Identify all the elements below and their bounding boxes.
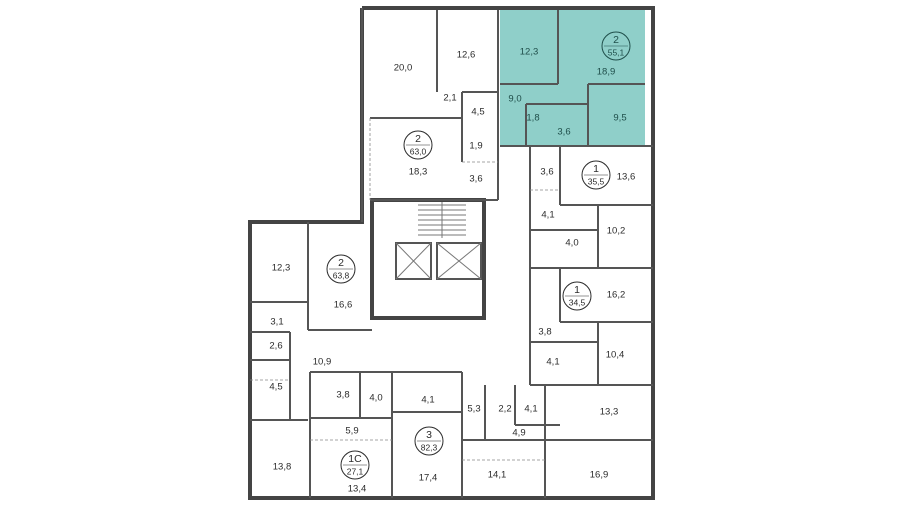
- room-area: 3,6: [557, 127, 570, 138]
- room-area: 9,5: [613, 113, 626, 124]
- room-area: 5,3: [467, 404, 480, 415]
- apartment-badge[interactable]: 3 82,3: [414, 426, 444, 456]
- room-area: 18,9: [597, 67, 616, 78]
- apartment-badge[interactable]: 2 55,1: [601, 31, 631, 61]
- room-area: 4,1: [524, 404, 537, 415]
- room-area: 16,9: [590, 470, 609, 481]
- zone-dashes: [250, 118, 560, 461]
- room-area: 4,9: [512, 428, 525, 439]
- apartment-rooms: 3: [426, 429, 432, 441]
- room-labels: 20,0 12,6 2,1 4,5 1,9 18,3 3,6 12,3 18,9…: [269, 47, 635, 495]
- interior-walls: [250, 10, 653, 498]
- apartment-rooms: 2: [338, 257, 344, 269]
- room-area: 20,0: [394, 63, 413, 74]
- room-area: 13,4: [348, 484, 367, 495]
- room-area: 4,1: [541, 210, 554, 221]
- room-area: 4,0: [565, 238, 578, 249]
- apartment-rooms: 1: [574, 284, 580, 296]
- room-area: 3,8: [538, 327, 551, 338]
- stair-core: [370, 198, 486, 320]
- apartment-highlight-area: [500, 10, 645, 146]
- apartment-area: 27,1: [347, 466, 364, 476]
- room-area: 4,1: [421, 395, 434, 406]
- stair-steps: [418, 202, 466, 238]
- room-area: 2,6: [269, 341, 282, 352]
- apartment-rooms: 2: [613, 34, 619, 46]
- apartment-badge[interactable]: 2 63,0: [403, 130, 433, 160]
- room-area: 9,0: [508, 94, 521, 105]
- room-area: 3,6: [540, 167, 553, 178]
- apartment-area: 34,5: [569, 297, 586, 307]
- room-area: 4,1: [546, 357, 559, 368]
- apartment-rooms: 1С: [348, 453, 362, 465]
- apartment-rooms: 2: [415, 133, 421, 145]
- apartment-area: 55,1: [608, 47, 625, 57]
- room-area: 10,4: [606, 350, 625, 361]
- room-area: 12,3: [272, 263, 291, 274]
- apartment-area: 82,3: [421, 442, 438, 452]
- room-area: 5,9: [345, 426, 358, 437]
- room-area: 12,3: [520, 47, 539, 58]
- room-area: 2,1: [443, 93, 456, 104]
- apartment-area: 35,5: [588, 176, 605, 186]
- room-area: 4,5: [269, 382, 282, 393]
- room-area: 1,9: [469, 141, 482, 152]
- room-area: 13,6: [617, 172, 636, 183]
- apartment-rooms: 1: [593, 163, 599, 175]
- room-area: 14,1: [488, 470, 507, 481]
- room-area: 2,2: [498, 404, 511, 415]
- room-area: 3,1: [270, 317, 283, 328]
- room-area: 4,0: [369, 393, 382, 404]
- room-area: 3,6: [469, 174, 482, 185]
- room-area: 4,5: [471, 107, 484, 118]
- apartment-badge[interactable]: 1С 27,1: [340, 450, 370, 480]
- room-area: 1,8: [526, 113, 539, 124]
- room-area: 18,3: [409, 167, 428, 178]
- apartment-badges: 2 55,1 2 63,0 1 35,5 1 34,5 2 63,8: [326, 31, 631, 480]
- room-area: 17,4: [419, 473, 438, 484]
- room-area: 10,2: [607, 226, 626, 237]
- apartment-badge[interactable]: 1 34,5: [562, 281, 592, 311]
- apartment-area: 63,8: [333, 270, 350, 280]
- room-area: 13,8: [273, 462, 292, 473]
- room-area: 3,8: [336, 390, 349, 401]
- room-area: 13,3: [600, 407, 619, 418]
- apartment-badge[interactable]: 1 35,5: [581, 160, 611, 190]
- room-area: 16,6: [334, 300, 353, 311]
- apartment-area: 63,0: [410, 146, 427, 156]
- outer-walls: [248, 6, 655, 500]
- apartment-badge[interactable]: 2 63,8: [326, 254, 356, 284]
- room-area: 16,2: [607, 290, 626, 301]
- room-area: 12,6: [457, 50, 476, 61]
- room-area: 10,9: [313, 357, 332, 368]
